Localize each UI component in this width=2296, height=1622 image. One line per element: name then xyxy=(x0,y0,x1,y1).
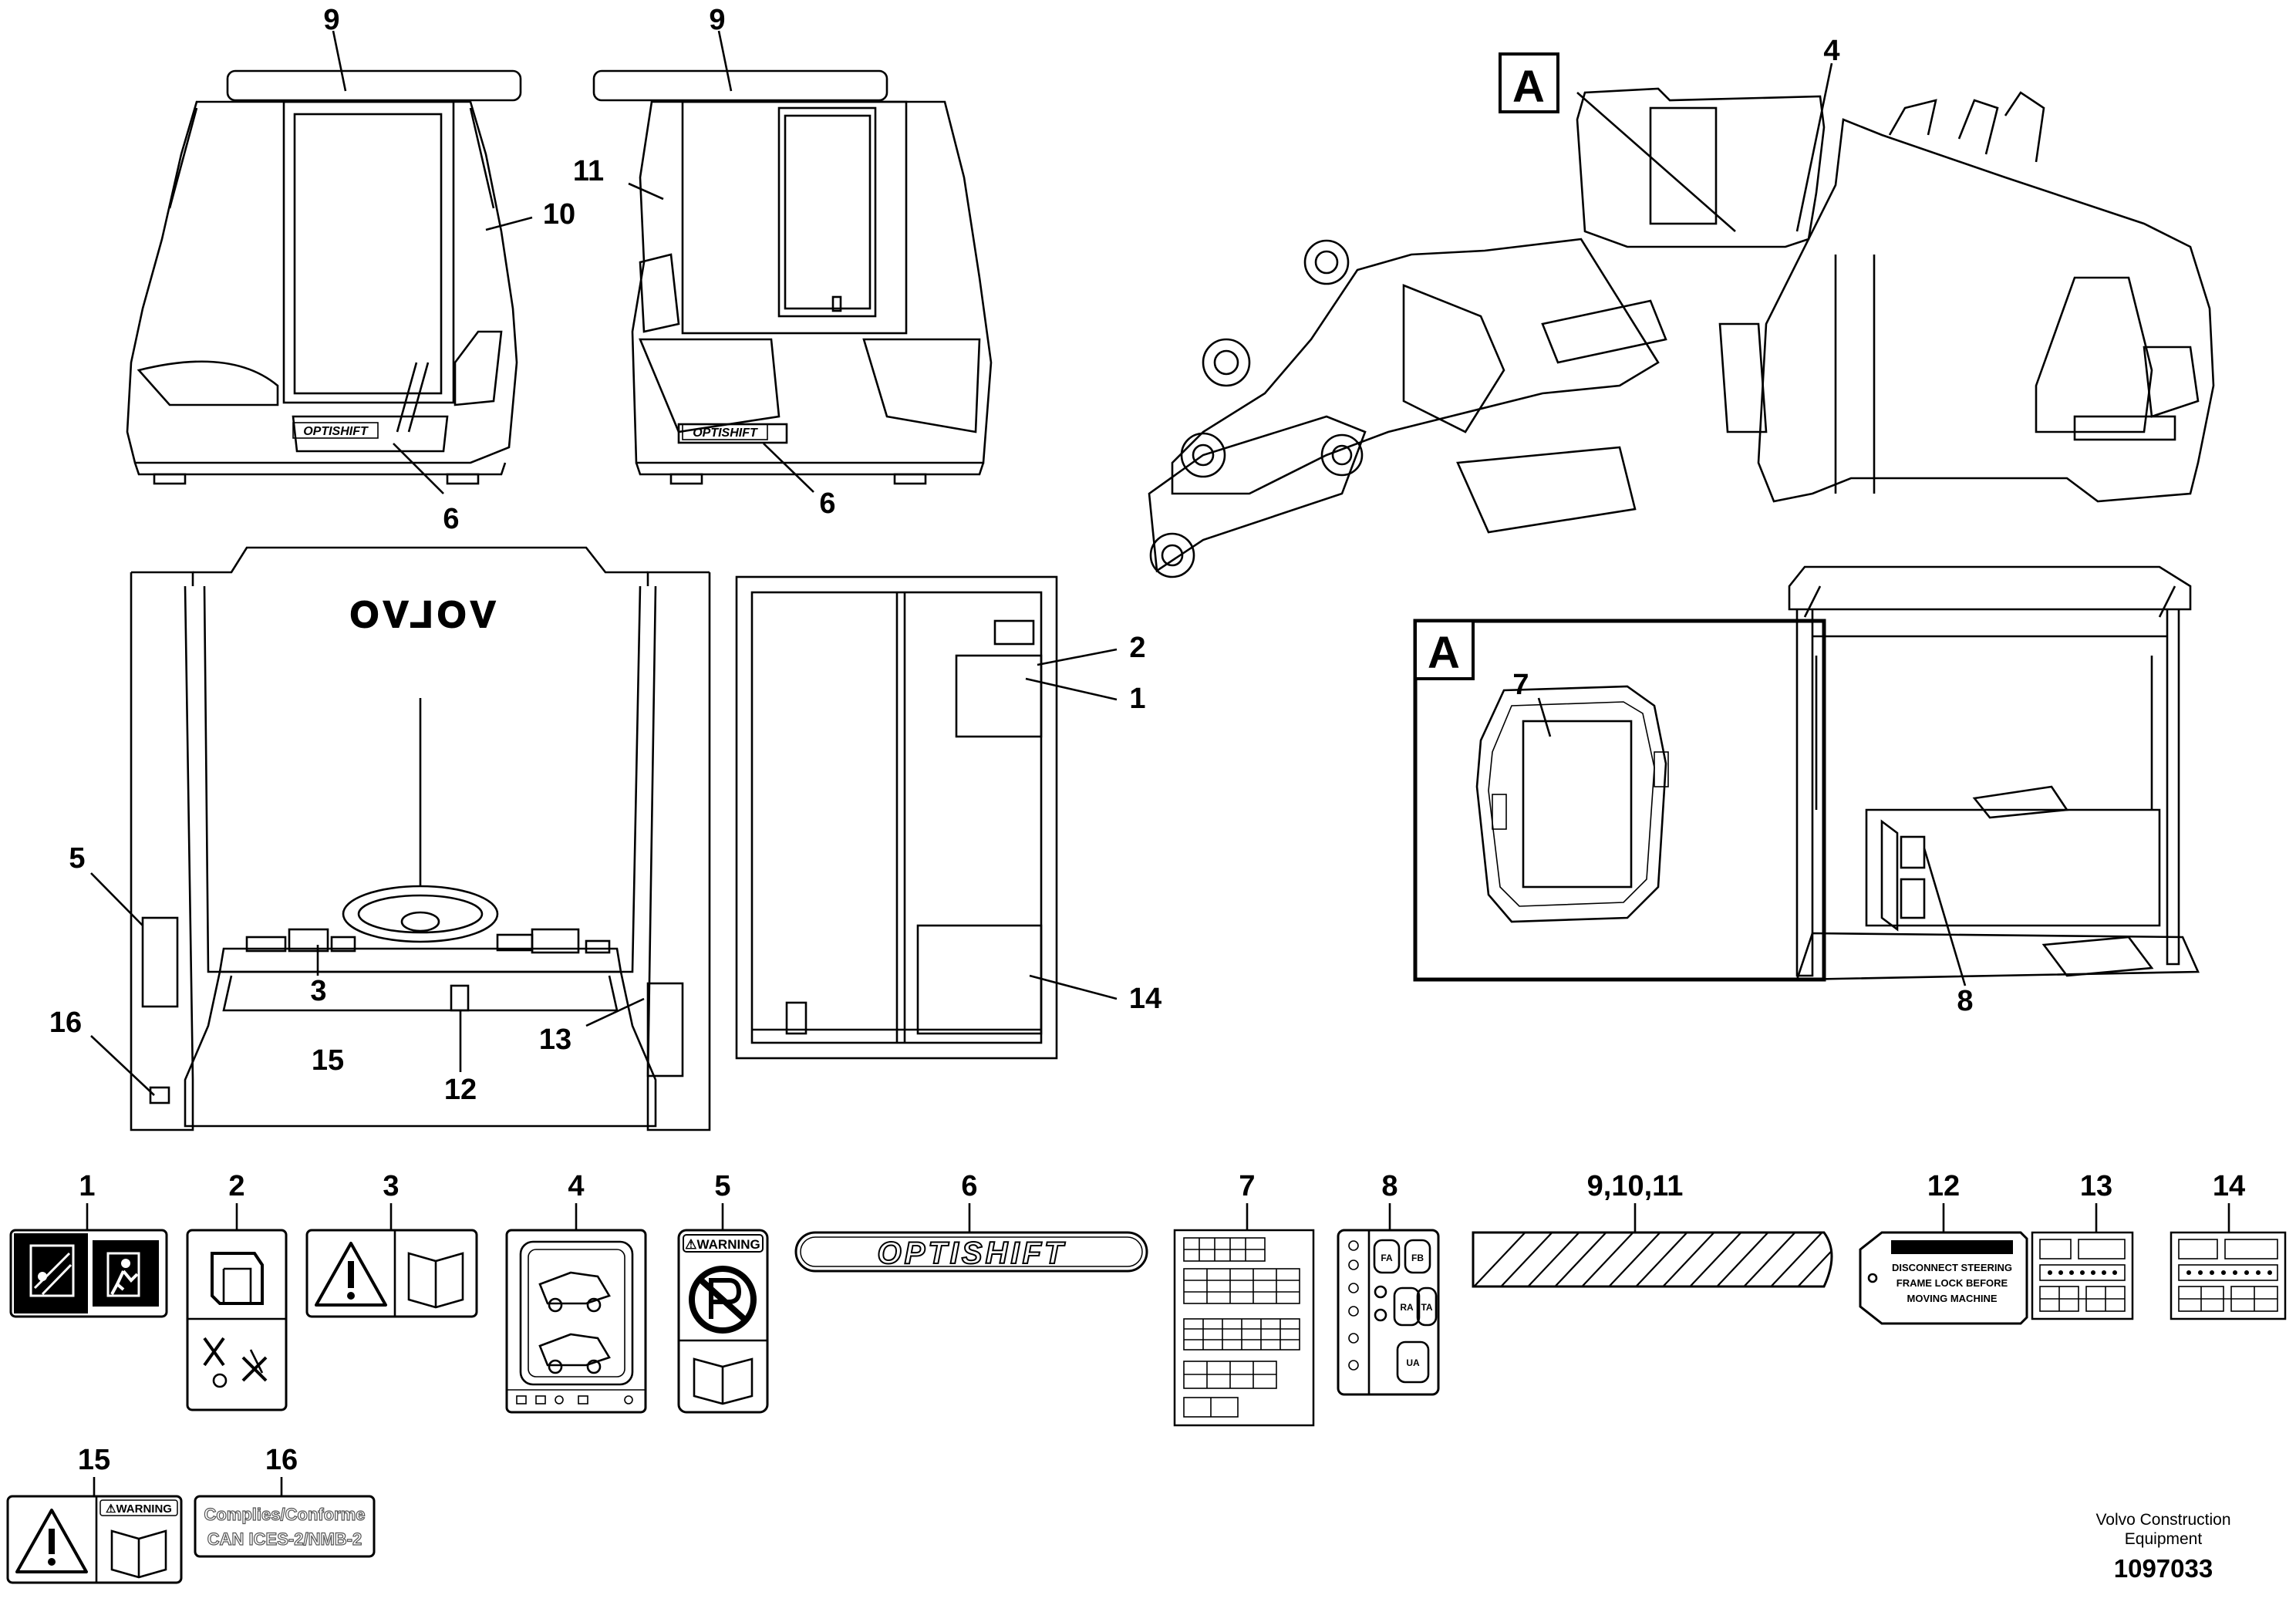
decal-3-warning-manual xyxy=(305,1229,478,1318)
callout-6a: 6 xyxy=(443,503,459,535)
decal-7-chart-decal xyxy=(1173,1229,1315,1427)
cab-rear-view xyxy=(592,69,993,485)
decal-8-fuse-panel: FA FB RA TA UA xyxy=(1337,1229,1440,1396)
decal-9-10-11-stripe-tape xyxy=(1472,1231,1833,1288)
decal-number-2: 2 xyxy=(228,1170,244,1202)
callout-5: 5 xyxy=(69,842,85,875)
callout-8: 8 xyxy=(1957,985,1973,1017)
decal-15-warning-text: ⚠WARNING xyxy=(106,1502,172,1516)
decal-number-12: 12 xyxy=(1927,1170,1960,1202)
decal-number-15: 15 xyxy=(78,1444,110,1476)
view-a-label-detail: A xyxy=(1428,628,1460,678)
decal-number-1: 1 xyxy=(79,1170,95,1202)
callout-16: 16 xyxy=(49,1007,82,1039)
decal-2-cab-warning xyxy=(186,1229,288,1411)
decal-15-warning-manual: ⚠WARNING xyxy=(6,1495,183,1584)
footer-company-line-1: Volvo Construction xyxy=(2095,1511,2230,1529)
decal-16-line-2: CAN ICES-2/NMB-2 xyxy=(207,1529,362,1549)
leader-lines-detail xyxy=(1923,848,1967,986)
footer-block: Volvo Construction Equipment 1097033 xyxy=(2095,1511,2230,1583)
cab-front-view xyxy=(126,69,522,485)
decal-8-ua: UA xyxy=(1406,1357,1420,1368)
wheel-loader-view xyxy=(1148,87,2215,578)
decal-legend: 1 2 3 4 5 6 7 8 9,10,11 12 13 14 15 16 xyxy=(6,1170,2287,1584)
leader-lines-top xyxy=(332,30,1833,494)
view-a-label-main: A xyxy=(1512,62,1545,112)
view-a-marker-main: A xyxy=(1499,52,1559,113)
cab-door-view xyxy=(735,575,1058,1060)
decal-number-13: 13 xyxy=(2080,1170,2112,1202)
decal-12-line-1: DISCONNECT STEERING xyxy=(1892,1262,2012,1273)
footer-company-line-2: Equipment xyxy=(2125,1530,2203,1548)
decal-number-14: 14 xyxy=(2213,1170,2245,1202)
leader-lines-middle-left xyxy=(90,872,645,1096)
callout-3: 3 xyxy=(310,975,326,1007)
callout-10: 10 xyxy=(543,198,575,231)
footer-doc-number: 1097033 xyxy=(2114,1554,2213,1583)
decal-8-fa: FA xyxy=(1381,1253,1393,1263)
decal-13-control-chart xyxy=(2031,1231,2134,1320)
decal-number-9-10-11: 9,10,11 xyxy=(1587,1170,1684,1202)
decal-4-loader-decal xyxy=(505,1229,647,1414)
cab-interior-brand: VOLVO xyxy=(346,595,495,636)
callout-4: 4 xyxy=(1823,35,1839,67)
callout-6b: 6 xyxy=(819,487,835,520)
decal-6-optishift-text: OPTISHIFT xyxy=(878,1236,1067,1270)
callout-13: 13 xyxy=(539,1023,571,1056)
electrical-cabinet-view xyxy=(1788,565,2200,981)
callout-11: 11 xyxy=(573,155,604,187)
decal-number-16: 16 xyxy=(265,1444,298,1476)
decal-12-steering-lock: DISCONNECT STEERING FRAME LOCK BEFORE MO… xyxy=(1859,1231,2028,1325)
callout-labels: 9 9 10 11 6 6 4 5 16 3 15 12 13 2 1 14 7… xyxy=(49,4,1974,1106)
decal-number-5: 5 xyxy=(714,1170,730,1202)
callout-2: 2 xyxy=(1129,632,1145,664)
decal-6-optishift: OPTISHIFT xyxy=(794,1231,1148,1273)
decal-8-ta: TA xyxy=(1421,1302,1432,1313)
decal-number-4: 4 xyxy=(568,1170,584,1202)
callout-7: 7 xyxy=(1512,669,1529,701)
detail-a-box: A xyxy=(1413,619,1826,982)
callout-1: 1 xyxy=(1129,683,1145,715)
decal-8-fb: FB xyxy=(1411,1253,1424,1263)
callout-12: 12 xyxy=(444,1074,477,1106)
decal-5-warning-text: ⚠WARNING xyxy=(685,1237,760,1252)
callout-9b: 9 xyxy=(709,4,725,36)
callout-9a: 9 xyxy=(323,4,339,36)
decal-16-line-1: Complies/Conforme xyxy=(204,1505,365,1524)
decal-number-7: 7 xyxy=(1239,1170,1255,1202)
decal-14-control-chart xyxy=(2170,1231,2287,1320)
decal-number-3: 3 xyxy=(383,1170,399,1202)
leader-lines-door xyxy=(1025,648,1118,1000)
cab-rear-optishift: OPTISHIFT xyxy=(693,427,758,440)
decal-number-6: 6 xyxy=(961,1170,977,1202)
decal-5-warning-no-stand: ⚠WARNING xyxy=(677,1229,769,1414)
decal-1-emergency-exit xyxy=(9,1229,168,1318)
cab-front-optishift: OPTISHIFT xyxy=(303,425,369,438)
callout-14: 14 xyxy=(1129,983,1161,1015)
decal-16-compliance-label: Complies/Conforme CAN ICES-2/NMB-2 xyxy=(194,1495,376,1558)
decal-8-ra: RA xyxy=(1400,1302,1414,1313)
cab-interior-front xyxy=(130,546,711,1131)
decal-12-line-2: FRAME LOCK BEFORE xyxy=(1896,1277,2008,1289)
decal-number-8: 8 xyxy=(1381,1170,1397,1202)
decal-12-line-3: MOVING MACHINE xyxy=(1907,1293,1998,1304)
callout-15: 15 xyxy=(312,1044,344,1077)
